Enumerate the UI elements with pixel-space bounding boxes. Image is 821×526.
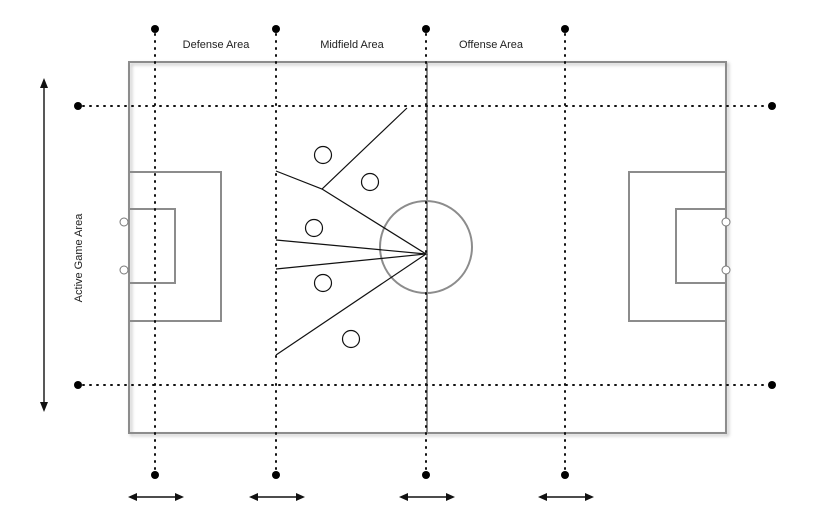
- zone-shift-arrow-3: [399, 493, 455, 501]
- left-goal-post-bottom: [119, 265, 129, 275]
- zone-line-2-top-node: [272, 25, 280, 33]
- zone-shift-arrow-4: [538, 493, 594, 501]
- left-goal-post-top: [119, 217, 129, 227]
- zone-line-2-bottom-node: [272, 471, 280, 479]
- active-area-lines: [74, 102, 776, 389]
- zone-line-1-bottom-node: [151, 471, 159, 479]
- lane-top: [275, 107, 408, 190]
- right-goal-area: [675, 208, 727, 284]
- zone-line-3-bottom-node: [422, 471, 430, 479]
- active-top-right-node: [768, 102, 776, 110]
- lane-bottom: [275, 253, 427, 356]
- defense-area-label: Defense Area: [183, 39, 251, 51]
- zone-line-1-top-node: [151, 25, 159, 33]
- player-marker: [304, 218, 324, 238]
- player-marker: [341, 329, 361, 349]
- zone-line-4-top-node: [561, 25, 569, 33]
- active-game-area-label: Active Game Area: [73, 213, 85, 303]
- zone-line-3-top-node: [422, 25, 430, 33]
- zone-line-4-bottom-node: [561, 471, 569, 479]
- right-goal-post-bottom: [721, 265, 731, 275]
- lane-center: [275, 239, 427, 255]
- lane-fan: [275, 188, 428, 270]
- active-game-area-arrow: [40, 78, 48, 412]
- offense-area-label: Offense Area: [459, 39, 524, 51]
- player-marker: [360, 172, 380, 192]
- midfield-area-label: Midfield Area: [320, 39, 384, 51]
- right-penalty-area: [628, 171, 727, 322]
- left-goal-area: [128, 208, 176, 284]
- active-bottom-right-node: [768, 381, 776, 389]
- players: [304, 145, 380, 349]
- player-marker: [313, 145, 333, 165]
- zone-shift-arrows: [128, 493, 594, 501]
- active-bottom-left-node: [74, 381, 82, 389]
- right-goal-post-top: [721, 217, 731, 227]
- player-marker: [313, 273, 333, 293]
- active-top-left-node: [74, 102, 82, 110]
- passing-lanes: [275, 107, 428, 356]
- zone-shift-arrow-2: [249, 493, 305, 501]
- zone-shift-arrow-1: [128, 493, 184, 501]
- pitch: [119, 61, 731, 434]
- zone-boundary-lines: [151, 25, 569, 479]
